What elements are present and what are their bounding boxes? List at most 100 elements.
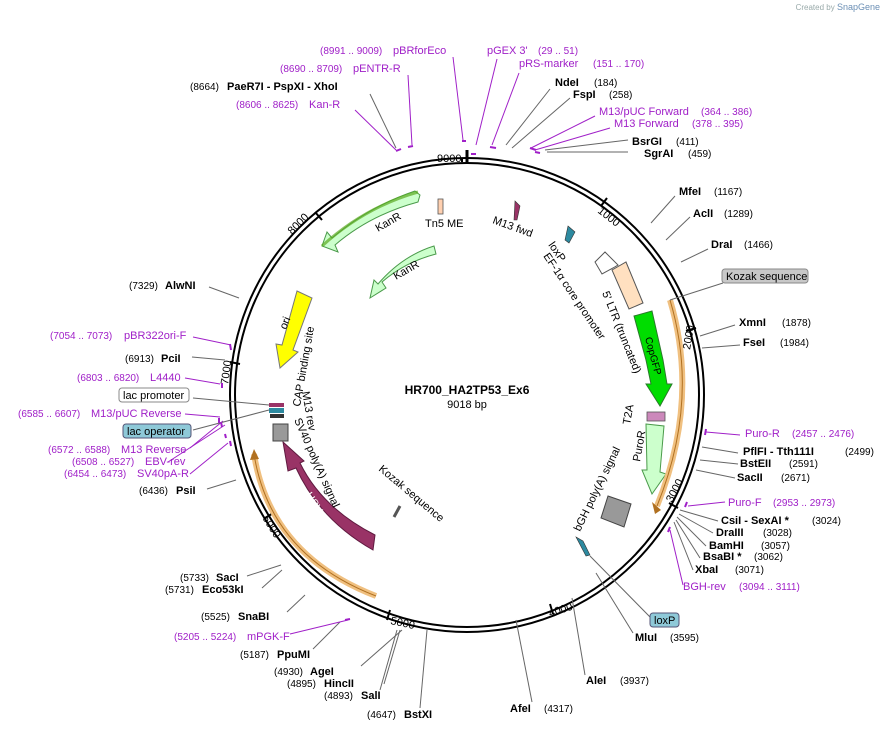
primer-pbr322ori-f[interactable]: pBR322ori-F <box>124 330 187 342</box>
orange-arrowhead-left <box>250 449 259 460</box>
enzyme-agei[interactable]: AgeI <box>310 666 334 678</box>
enzyme-csii[interactable]: CsiI - SexAI * <box>721 515 790 527</box>
enzyme-ppumi-pos: (5187) <box>240 650 269 661</box>
enzyme-labels: NdeI (184) FspI (258) BsrGI (411) SgrAI … <box>125 77 874 721</box>
enzyme-alwni-pos: (7329) <box>129 281 158 292</box>
sv40-feature[interactable] <box>272 423 289 442</box>
primer-m13-puc-forward-pos: (364 .. 386) <box>701 107 752 118</box>
enzyme-leaders <box>191 88 741 709</box>
kanr-arrow-inner[interactable] <box>369 245 437 300</box>
copgfp-arrow[interactable] <box>633 310 673 407</box>
m13fwd-feature[interactable] <box>513 200 521 221</box>
kanr-arrow-outer[interactable] <box>321 190 421 253</box>
m13rev-feature[interactable] <box>269 403 284 407</box>
enzyme-fspi[interactable]: FspI <box>573 89 596 101</box>
enzyme-ndei-pos: (184) <box>594 78 617 89</box>
primer-m13-forward[interactable]: M13 Forward <box>614 118 679 130</box>
primer-kan-r-pos: (8606 .. 8625) <box>236 100 298 111</box>
enzyme-sali[interactable]: SalI <box>361 690 381 702</box>
primer-sv40pa-r-pos: (6454 .. 6473) <box>64 469 126 480</box>
enzyme-saci[interactable]: SacI <box>216 572 239 584</box>
ltr-feature[interactable] <box>611 261 644 310</box>
enzyme-xmni[interactable]: XmnI <box>739 317 766 329</box>
primer-ebv-rev-pos: (6508 .. 6527) <box>72 457 134 468</box>
enzyme-pcii[interactable]: PciI <box>161 353 181 365</box>
hsvtk-arrow[interactable] <box>282 440 376 551</box>
tn5me-feature[interactable] <box>437 198 444 215</box>
primer-ebv-rev[interactable]: EBV-rev <box>145 456 186 468</box>
primer-sv40pa-r[interactable]: SV40pA-R <box>137 468 189 480</box>
primer-pgex3-pos: (29 .. 51) <box>538 46 578 57</box>
enzyme-bsrgi-pos: (411) <box>676 137 699 148</box>
enzyme-alwni[interactable]: AlwNI <box>165 280 196 292</box>
ori-arrow[interactable] <box>275 290 313 369</box>
cap-feature[interactable] <box>270 414 284 418</box>
primer-pbrforeco[interactable]: pBRforEco <box>393 45 446 57</box>
lac-promoter-box[interactable] <box>118 387 190 403</box>
primer-m13-puc-reverse-pos: (6585 .. 6607) <box>18 409 80 420</box>
lac-feature[interactable] <box>269 408 284 413</box>
t2a-feature[interactable] <box>646 411 666 422</box>
enzyme-saci-pos: (5733) <box>180 573 209 584</box>
loxp-inner-feature[interactable] <box>564 225 576 244</box>
primer-puro-f[interactable]: Puro-F <box>728 497 762 509</box>
enzyme-bsteii[interactable]: BstEII <box>740 458 771 470</box>
enzyme-bsrgi[interactable]: BsrGI <box>632 136 662 148</box>
primer-l4440[interactable]: L4440 <box>150 372 181 384</box>
enzyme-bamhi[interactable]: BamHI <box>709 540 744 552</box>
primer-m13-puc-reverse[interactable]: M13/pUC Reverse <box>91 408 181 420</box>
enzyme-sali-pos: (4893) <box>324 691 353 702</box>
enzyme-bsabi[interactable]: BsaBI * <box>703 551 742 563</box>
primer-m13-reverse[interactable]: M13 Reverse <box>121 444 186 456</box>
enzyme-hincii[interactable]: HincII <box>324 678 354 690</box>
kozak-box[interactable] <box>721 268 809 284</box>
t2a-label: T2A <box>621 403 636 426</box>
tick-8000: 8000 <box>286 211 312 237</box>
primer-pentr-r[interactable]: pENTR-R <box>353 63 401 75</box>
enzyme-mlui[interactable]: MluI <box>635 632 657 644</box>
primer-puro-r[interactable]: Puro-R <box>745 428 780 440</box>
enzyme-xbai-pos: (3071) <box>735 565 764 576</box>
primer-pgex3[interactable]: pGEX 3' <box>487 45 528 57</box>
primer-bgh-rev[interactable]: BGH-rev <box>683 581 726 593</box>
primer-prs-marker[interactable]: pRS-marker <box>519 58 579 70</box>
primer-kan-r[interactable]: Kan-R <box>309 99 340 111</box>
enzyme-mfei[interactable]: MfeI <box>679 186 701 198</box>
enzyme-bstxi[interactable]: BstXI <box>404 709 432 721</box>
loxp-outer-feature[interactable] <box>575 536 591 557</box>
loxp-box[interactable] <box>649 612 680 628</box>
tick-4000: 4000 <box>547 601 574 620</box>
enzyme-draiii-pos: (3028) <box>763 528 792 539</box>
primer-m13-puc-forward[interactable]: M13/pUC Forward <box>599 106 689 118</box>
tick-1000: 1000 <box>595 205 622 230</box>
enzyme-bsteii-pos: (2591) <box>789 459 818 470</box>
enzyme-fsei[interactable]: FseI <box>743 337 765 349</box>
enzyme-ppumi[interactable]: PpuMI <box>277 649 310 661</box>
puror-arrow[interactable] <box>641 423 667 496</box>
enzyme-sgrai[interactable]: SgrAI <box>644 148 673 160</box>
enzyme-xbai[interactable]: XbaI <box>695 564 718 576</box>
enzyme-drai[interactable]: DraI <box>711 239 732 251</box>
enzyme-eco53ki[interactable]: Eco53kI <box>202 584 244 596</box>
enzyme-ndei[interactable]: NdeI <box>555 77 579 89</box>
enzyme-afei[interactable]: AfeI <box>510 703 531 715</box>
lac-operator-box[interactable] <box>122 423 192 439</box>
enzyme-sacii[interactable]: SacII <box>737 472 763 484</box>
enzyme-draiii[interactable]: DraIII <box>716 527 744 539</box>
primer-bgh-rev-pos: (3094 .. 3111) <box>739 582 800 593</box>
enzyme-eco53ki-pos: (5731) <box>165 585 194 596</box>
enzyme-psii[interactable]: PsiI <box>176 485 196 497</box>
enzyme-acli[interactable]: AclI <box>693 208 713 220</box>
plasmid-size: 9018 bp <box>447 399 487 411</box>
enzyme-pflfi[interactable]: PflFI - Tth111I <box>743 446 814 458</box>
ef1a-promoter-feature[interactable] <box>594 251 619 275</box>
enzyme-xhoi[interactable]: PaeR7I - PspXI - XhoI <box>227 81 338 93</box>
enzyme-xmni-pos: (1878) <box>782 318 811 329</box>
bgh-feature[interactable] <box>600 495 632 528</box>
enzyme-alei[interactable]: AleI <box>586 675 606 687</box>
enzyme-snabi[interactable]: SnaBI <box>238 611 269 623</box>
kozak-inner-feature[interactable] <box>392 505 402 518</box>
puror-label: PuroR <box>631 430 648 463</box>
primer-mpgk-f[interactable]: mPGK-F <box>247 631 290 643</box>
